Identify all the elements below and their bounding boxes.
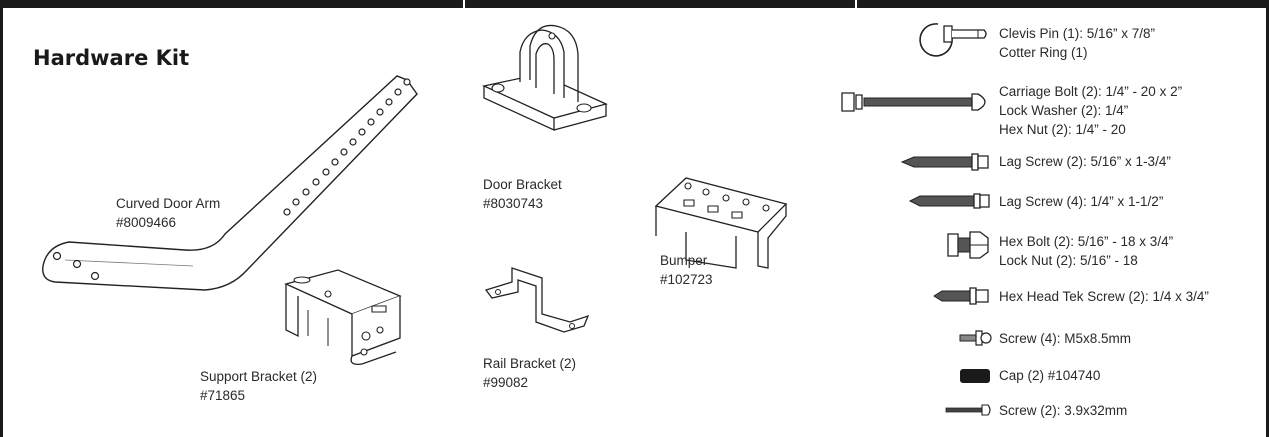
part-name: Door Bracket — [483, 177, 562, 192]
lag-screw-icon — [900, 150, 992, 174]
header-divider — [855, 0, 857, 8]
bumper-label: Bumper #102723 — [660, 251, 713, 289]
screw-m5-label: Screw (4): M5x8.5mm — [999, 331, 1132, 346]
cap-label: Cap (2) #104740 — [999, 368, 1101, 383]
lag-screw-icon — [908, 190, 992, 212]
lag-screw-a-label: Lag Screw (2): 5/16” x 1-3/4” — [999, 154, 1171, 169]
hex-bolt-label: Hex Bolt (2): 5/16” - 18 x 3/4” Lock Nut… — [999, 232, 1173, 270]
carriage-bolt-label: Carriage Bolt (2): 1/4” - 20 x 2” Lock W… — [999, 82, 1182, 139]
part-name: Support Bracket (2) — [200, 369, 318, 384]
label-line: Hex Nut (2): 1/4” - 20 — [999, 122, 1126, 137]
curved-door-arm-illustration — [35, 70, 425, 300]
tek-screw-icon — [932, 284, 992, 308]
support-bracket-illustration — [268, 266, 408, 371]
part-number: #102723 — [660, 272, 713, 287]
label-line: Hex Bolt (2): 5/16” - 18 x 3/4” — [999, 234, 1174, 249]
door-bracket-illustration — [480, 22, 610, 157]
bumper-illustration — [650, 176, 790, 271]
header-divider — [463, 0, 465, 8]
carriage-bolt-icon — [840, 88, 992, 116]
header-bar — [0, 0, 1269, 8]
small-screw-icon — [958, 328, 992, 348]
door-bracket-label: Door Bracket #8030743 — [483, 175, 562, 213]
panel-frame — [0, 8, 1269, 437]
hex-bolt-icon — [944, 228, 992, 262]
part-number: #99082 — [483, 375, 529, 390]
label-line: Lock Nut (2): 5/16” - 18 — [999, 253, 1138, 268]
cap-icon — [960, 369, 990, 383]
rail-bracket-illustration — [484, 264, 594, 334]
screw-39-label: Screw (2): 3.9x32mm — [999, 403, 1128, 418]
rail-bracket-label: Rail Bracket (2) #99082 — [483, 354, 576, 392]
label-line: Carriage Bolt (2): 1/4” - 20 x 2” — [999, 84, 1183, 99]
tek-screw-label: Hex Head Tek Screw (2): 1/4 x 3/4” — [999, 289, 1209, 304]
label-line: Lock Washer (2): 1/4” — [999, 103, 1129, 118]
page-title: Hardware Kit — [33, 46, 190, 70]
label-line: Cotter Ring (1) — [999, 45, 1088, 60]
long-screw-icon — [944, 402, 992, 418]
clevis-pin-label: Clevis Pin (1): 5/16” x 7/8” Cotter Ring… — [999, 24, 1155, 62]
label-line: Clevis Pin (1): 5/16” x 7/8” — [999, 26, 1156, 41]
part-number: #8009466 — [116, 215, 177, 230]
curved-door-arm-label: Curved Door Arm #8009466 — [116, 194, 220, 232]
clevis-pin-icon — [908, 16, 990, 56]
part-number: #71865 — [200, 388, 246, 403]
part-name: Rail Bracket (2) — [483, 356, 577, 371]
part-name: Curved Door Arm — [116, 196, 221, 211]
part-number: #8030743 — [483, 196, 544, 211]
part-name: Bumper — [660, 253, 708, 268]
support-bracket-label: Support Bracket (2) #71865 — [200, 367, 317, 405]
lag-screw-b-label: Lag Screw (4): 1/4” x 1-1/2” — [999, 194, 1164, 209]
